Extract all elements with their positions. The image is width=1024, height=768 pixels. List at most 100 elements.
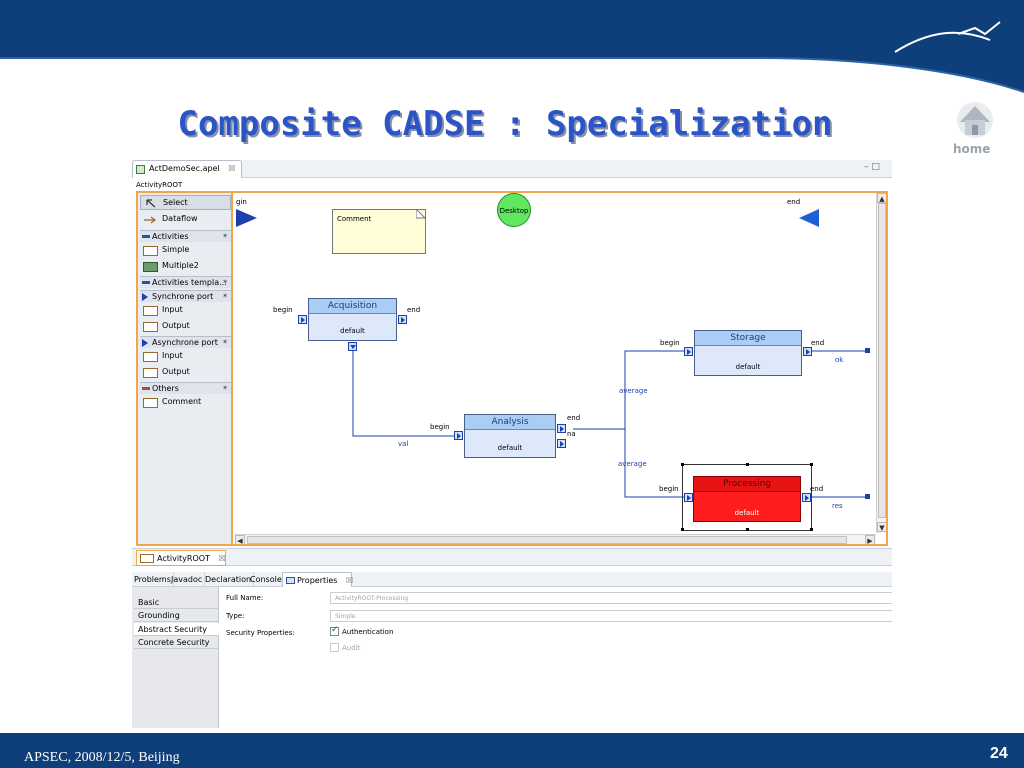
palette-item-label: Simple: [162, 245, 190, 254]
palette-item-comment[interactable]: Comment: [140, 395, 231, 410]
triangle-icon: [142, 339, 148, 347]
pin-icon[interactable]: ✶: [222, 384, 228, 392]
analysis-out-port[interactable]: [557, 424, 566, 433]
storage-end-label: end: [811, 339, 825, 347]
pin-icon[interactable]: ✶: [222, 338, 228, 346]
drawer-icon: [142, 387, 150, 390]
outline-tab[interactable]: ActivityROOT ☒: [136, 550, 226, 566]
palette-item-simple[interactable]: Simple: [140, 243, 231, 258]
acquisition-down-port[interactable]: [348, 342, 357, 351]
footer-text: APSEC, 2008/12/5, Beijing: [24, 750, 180, 765]
palette-item-multiple2[interactable]: Multiple2: [140, 259, 231, 274]
tab-problems[interactable]: Problems: [132, 572, 174, 587]
activity-analysis[interactable]: Analysis default: [464, 414, 556, 458]
palette-drawer-synchrone-port[interactable]: Synchrone port ✶: [140, 290, 231, 302]
page-number: 24: [990, 745, 1008, 762]
scroll-up-icon[interactable]: ▲: [877, 193, 886, 203]
processing-in-port[interactable]: [684, 493, 693, 502]
comment-text: Comment: [337, 215, 372, 223]
close-icon[interactable]: ☒: [218, 554, 226, 563]
analysis-out2-port[interactable]: [557, 439, 566, 448]
palette-drawer-activities-templates[interactable]: Activities templa... ✶: [140, 276, 231, 288]
palette-item-sync-input[interactable]: Input: [140, 303, 231, 318]
audit-checkbox[interactable]: [330, 643, 339, 652]
selection-handle[interactable]: [681, 463, 684, 466]
palette-item-async-output[interactable]: Output: [140, 365, 231, 380]
tab-javadoc[interactable]: Javadoc: [169, 572, 206, 587]
side-tab-concrete-security[interactable]: Concrete Security: [134, 636, 219, 649]
storage-out-port[interactable]: [803, 347, 812, 356]
storage-in-port[interactable]: [684, 347, 693, 356]
selection-handle[interactable]: [746, 463, 749, 466]
authentication-checkbox[interactable]: [330, 625, 339, 636]
vertical-scrollbar[interactable]: ▲ ▼: [876, 193, 886, 533]
desktop-node[interactable]: Desktop: [497, 193, 531, 227]
palette-drawer-asynchrone-port[interactable]: Asynchrone port ✶: [140, 336, 231, 348]
palette-item-async-input[interactable]: Input: [140, 349, 231, 364]
editor-tab[interactable]: ActDemoSec.apel ☒: [132, 160, 242, 178]
horizontal-scroll-thumb[interactable]: [247, 536, 847, 544]
pin-icon[interactable]: ✶: [222, 292, 228, 300]
type-field[interactable]: Simple: [330, 610, 892, 622]
analysis-in-port[interactable]: [454, 431, 463, 440]
apel-file-icon: [136, 165, 145, 174]
horizontal-scrollbar[interactable]: ◀ ▶: [235, 534, 876, 544]
editor-tab-label: ActDemoSec.apel: [149, 164, 220, 173]
top-band-curve: [0, 0, 1024, 93]
selection-handle[interactable]: [681, 528, 684, 531]
processing-end-label: end: [810, 485, 824, 493]
ok-terminal: [865, 348, 870, 353]
diagram-canvas[interactable]: gin end Comment Desktop Acquisition defa…: [235, 193, 886, 544]
palette-item-sync-output[interactable]: Output: [140, 319, 231, 334]
full-name-label: Full Name:: [226, 594, 264, 602]
selection-handle[interactable]: [810, 463, 813, 466]
pin-icon[interactable]: ✶: [222, 232, 228, 240]
slide-title: Composite CADSE : Specialization: [177, 104, 833, 144]
home-label[interactable]: home: [953, 142, 991, 156]
side-tab-basic[interactable]: Basic: [134, 596, 219, 609]
authentication-label: Authentication: [342, 628, 394, 636]
tab-properties[interactable]: Properties ☒: [282, 572, 354, 587]
selection-handle[interactable]: [746, 528, 749, 531]
palette-dataflow-tool[interactable]: Dataflow: [140, 212, 231, 227]
input-port-icon: [143, 306, 158, 316]
side-tab-abstract-security[interactable]: Abstract Security: [134, 623, 219, 636]
arrow-pointer-icon: [146, 199, 156, 208]
activity-acquisition[interactable]: Acquisition default: [308, 298, 397, 341]
end-label: end: [787, 198, 801, 206]
comment-note[interactable]: Comment: [332, 209, 426, 254]
acquisition-in-port[interactable]: [298, 315, 307, 324]
activity-processing[interactable]: Processing default: [693, 476, 801, 522]
side-tab-grounding[interactable]: Grounding: [134, 609, 219, 622]
vertical-scroll-thumb[interactable]: [878, 203, 886, 518]
pin-icon[interactable]: ✶: [222, 278, 228, 286]
palette-drawer-activities[interactable]: Activities ✶: [140, 230, 231, 242]
output-port-icon: [143, 322, 158, 332]
properties-panel: Full Name: ActivityROOT:Processing Type:…: [220, 587, 892, 728]
triangle-icon: [142, 293, 148, 301]
processing-out-port[interactable]: [802, 493, 811, 502]
type-label: Type:: [226, 612, 245, 620]
tab-declaration[interactable]: Declaration: [203, 572, 255, 587]
selection-handle[interactable]: [810, 528, 813, 531]
scroll-right-icon[interactable]: ▶: [865, 535, 875, 544]
scroll-left-icon[interactable]: ◀: [235, 535, 245, 544]
palette-select-tool[interactable]: Select: [140, 195, 231, 210]
drawer-label: Asynchrone port: [152, 338, 218, 347]
activity-subtitle: default: [734, 509, 760, 517]
drawer-label: Synchrone port: [152, 292, 214, 301]
eclipse-window: ActDemoSec.apel ☒ – □ ActivityROOT Selec…: [132, 160, 892, 728]
acquisition-out-port[interactable]: [398, 315, 407, 324]
palette-drawer-others[interactable]: Others ✶: [140, 382, 231, 394]
activity-storage[interactable]: Storage default: [694, 330, 802, 376]
window-controls[interactable]: – □: [864, 162, 880, 172]
close-icon[interactable]: ☒: [228, 164, 236, 173]
palette-item-label: Output: [162, 321, 190, 330]
home-button[interactable]: [950, 98, 1000, 158]
scroll-down-icon[interactable]: ▼: [877, 522, 886, 532]
full-name-field[interactable]: ActivityROOT:Processing: [330, 592, 892, 604]
tab-console[interactable]: Console: [248, 572, 285, 587]
flow-label-average-top: average: [619, 387, 648, 395]
close-icon[interactable]: ☒: [345, 576, 354, 585]
